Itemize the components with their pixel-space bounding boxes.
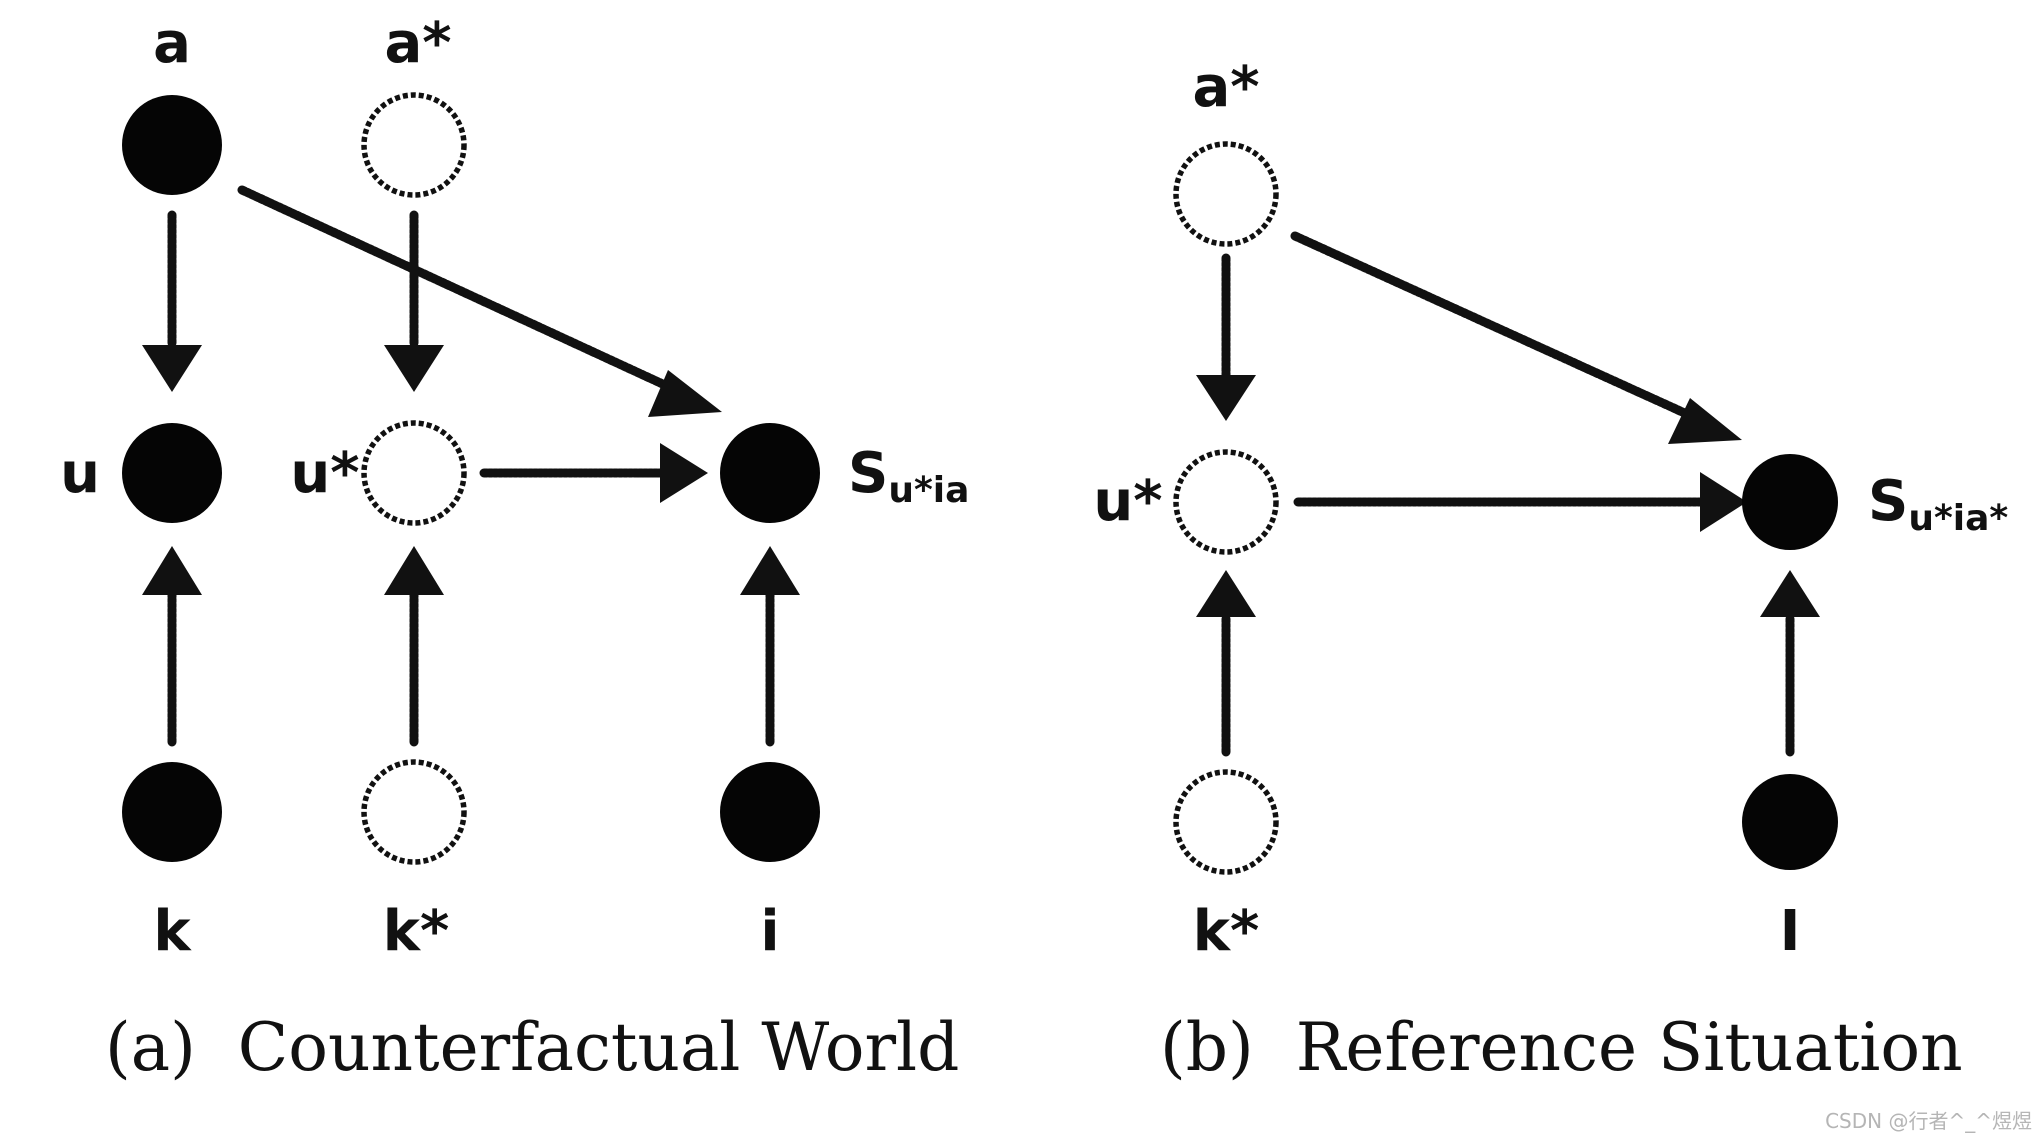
arrowhead-b-i-to-s bbox=[1760, 570, 1820, 617]
arrowhead-k-to-u bbox=[142, 546, 202, 595]
label-s-subscript: u*ia bbox=[888, 470, 969, 511]
arrowhead-b-kstar-to-ustar bbox=[1196, 570, 1256, 617]
caption-b: (b) Reference Situation bbox=[1160, 1009, 1963, 1086]
node-s bbox=[720, 423, 820, 523]
node-b-s bbox=[1742, 454, 1838, 550]
node-i bbox=[720, 762, 820, 862]
node-b-i bbox=[1742, 774, 1838, 870]
label-s: Su*ia bbox=[848, 441, 969, 511]
arrowhead-b-ustar-to-s bbox=[1700, 472, 1747, 532]
panel-b: a* u* Su*ia* k* I (b) Reference Situatio… bbox=[1093, 55, 2008, 1086]
edge-a-to-s bbox=[237, 185, 685, 397]
arrowhead-b-astar-to-s bbox=[1668, 398, 1742, 444]
node-k bbox=[122, 762, 222, 862]
panel-a: a a* u u* Su*ia k k* i (a) Counterfactua… bbox=[60, 11, 969, 1086]
node-k-star bbox=[361, 759, 467, 865]
arrowhead-i-to-s bbox=[740, 546, 800, 595]
node-b-u-star bbox=[1173, 449, 1279, 555]
label-u-star: u* bbox=[290, 441, 359, 506]
node-b-k-star bbox=[1173, 769, 1279, 875]
node-b-a-star bbox=[1173, 141, 1279, 247]
label-a-star: a* bbox=[384, 11, 451, 76]
label-k-star: k* bbox=[383, 899, 450, 964]
label-i: i bbox=[760, 899, 779, 964]
edge-b-astar-to-s bbox=[1290, 231, 1705, 425]
node-a-star bbox=[361, 92, 467, 198]
label-s-main: S bbox=[848, 441, 888, 506]
arrowhead-a-to-u bbox=[142, 345, 202, 392]
node-u bbox=[122, 423, 222, 523]
watermark: CSDN @行者^_^煜煜 bbox=[1825, 1109, 2032, 1133]
caption-a: (a) Counterfactual World bbox=[105, 1009, 959, 1086]
node-u-star bbox=[361, 420, 467, 526]
label-k: k bbox=[153, 899, 192, 964]
label-b-k-star: k* bbox=[1193, 899, 1260, 964]
label-b-s-subscript: u*ia* bbox=[1908, 498, 2008, 539]
arrowhead-a-to-s bbox=[648, 370, 722, 417]
label-b-u-star: u* bbox=[1093, 469, 1162, 534]
label-b-a-star: a* bbox=[1192, 55, 1259, 120]
arrowhead-ustar-to-s bbox=[660, 443, 708, 503]
node-a bbox=[122, 95, 222, 195]
panel-a-edges bbox=[142, 185, 800, 747]
arrowhead-kstar-to-ustar bbox=[384, 546, 444, 595]
arrowhead-astar-to-ustar bbox=[384, 345, 444, 392]
label-b-s-main: S bbox=[1868, 469, 1908, 534]
label-a: a bbox=[153, 11, 191, 76]
arrowhead-b-astar-to-ustar bbox=[1196, 375, 1256, 421]
panel-b-edges bbox=[1196, 231, 1820, 757]
label-b-s: Su*ia* bbox=[1868, 469, 2008, 539]
label-b-i: I bbox=[1780, 899, 1801, 964]
label-u: u bbox=[60, 441, 100, 506]
